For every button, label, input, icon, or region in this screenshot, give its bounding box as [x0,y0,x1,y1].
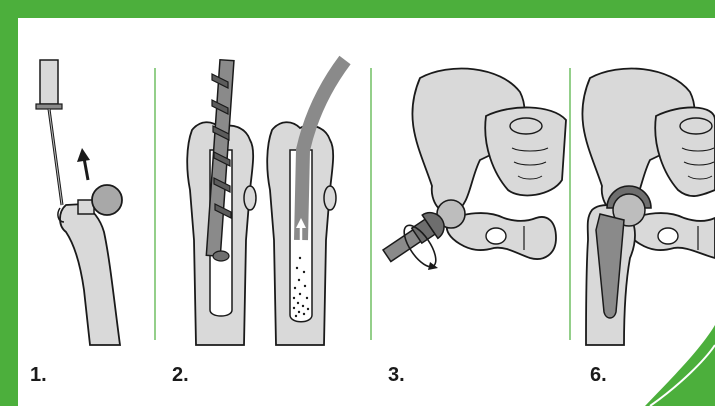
extractor-collar [36,104,62,109]
panel-6-implanted-prosthesis [582,69,715,345]
panel-2a-canal-reaming [187,60,256,345]
extractor-handle [40,60,58,104]
page-curl [645,325,715,406]
acetabular-reamer [379,207,449,267]
panel-1-femur-head-removal [36,60,122,345]
step-label-2: 2. [172,364,189,387]
panel-3-acetabular-reaming [379,69,566,272]
step-label-1: 1. [30,364,47,387]
panel-2b-cement-insertion [267,60,345,345]
reamer-tip [213,251,229,261]
femur-bone [60,204,120,345]
femoral-head [92,185,122,215]
up-arrow-icon [77,148,90,162]
step-label-3: 3. [388,364,405,387]
step-label-6: 6. [590,364,607,387]
